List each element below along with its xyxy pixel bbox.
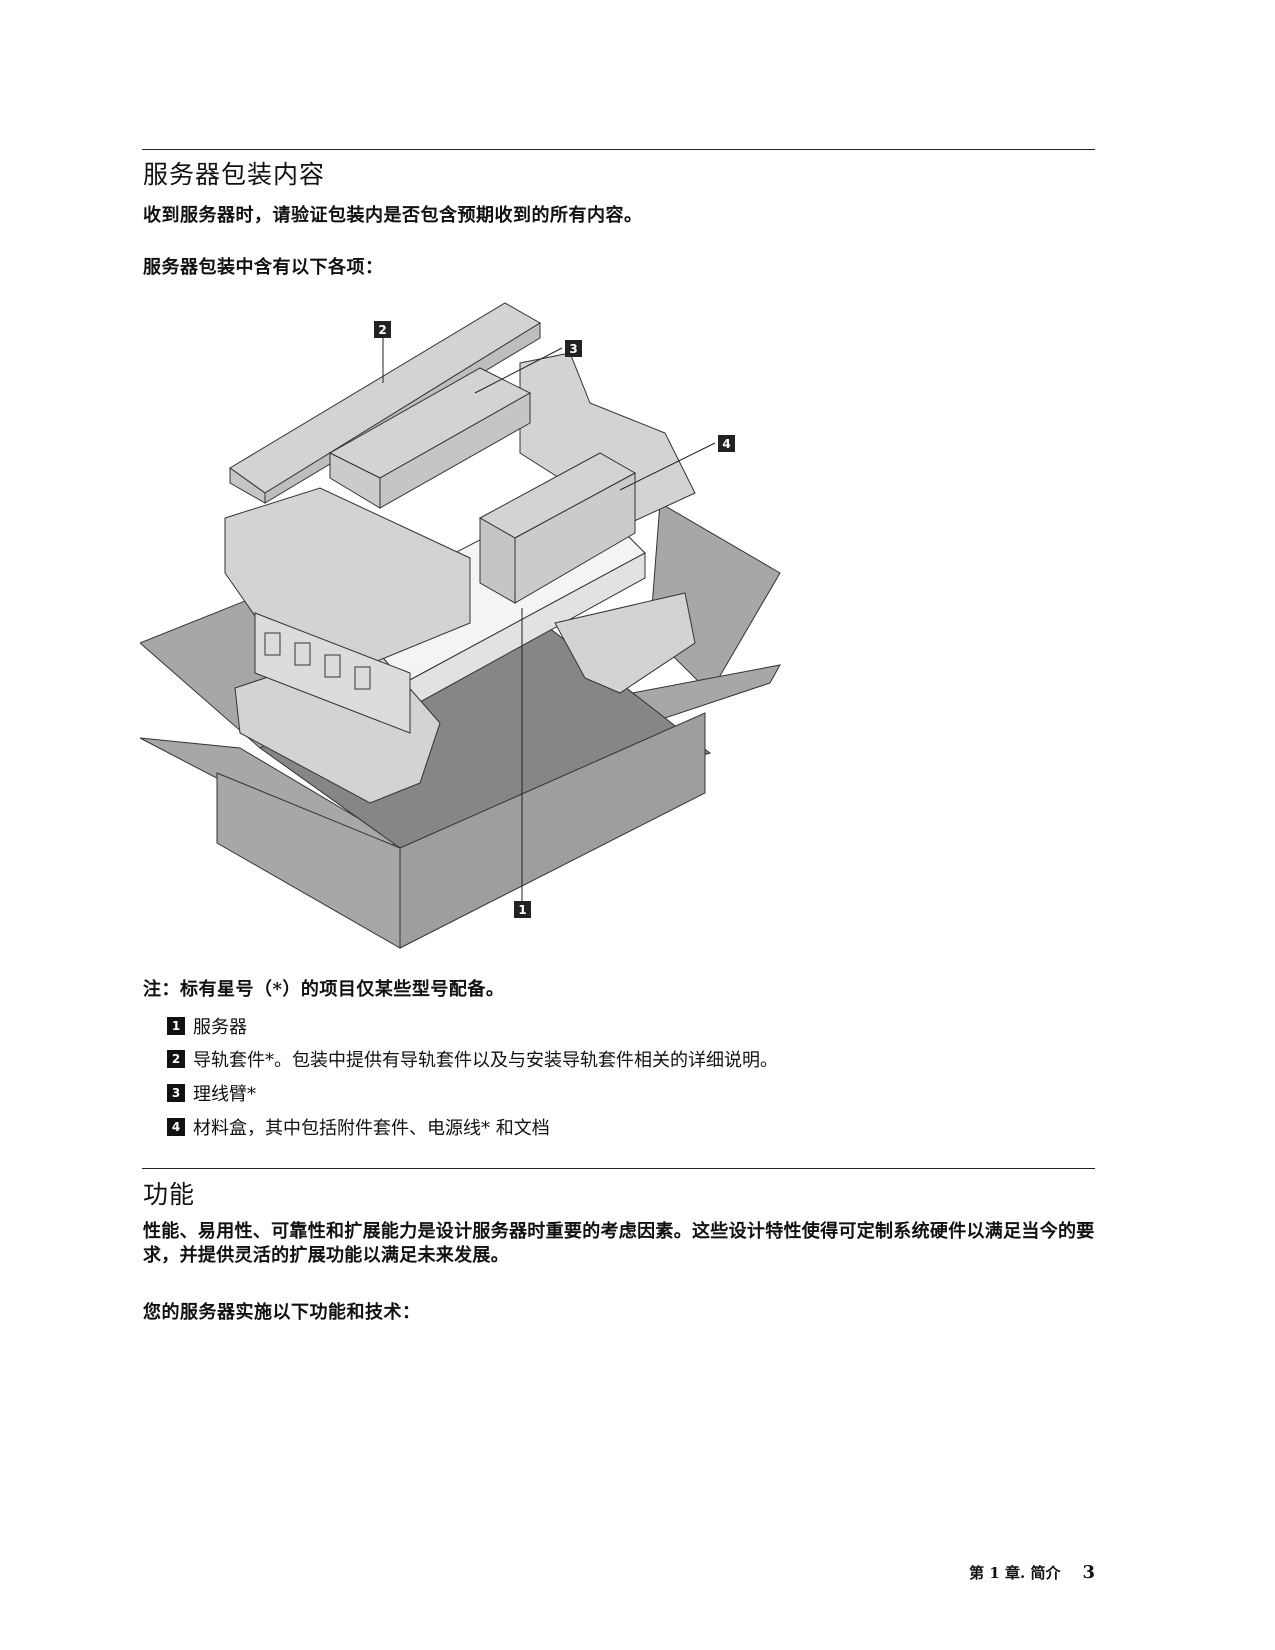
package-contents-illustration: 2 3 4 1 [139, 293, 790, 953]
item-text: 理线臂* [193, 1084, 256, 1105]
features-paragraph: 性能、易用性、可靠性和扩展能力是设计服务器时重要的考虑因素。这些设计特性使得可定… [143, 1221, 1095, 1266]
page-number: 3 [1082, 1562, 1095, 1583]
item-text: 材料盒，其中包括附件套件、电源线* 和文档 [193, 1118, 550, 1139]
list-item: 1 服务器 [167, 1013, 247, 1039]
callout-4: 4 [718, 435, 735, 452]
list-item: 3 理线臂* [167, 1080, 256, 1106]
section-divider-top [142, 149, 1095, 150]
callout-2: 2 [374, 321, 391, 338]
item-text: 导轨套件*。包装中提供有导轨套件以及与安装导轨套件相关的详细说明。 [193, 1050, 778, 1071]
callout-1: 1 [514, 901, 531, 918]
item-text: 服务器 [193, 1017, 247, 1038]
list-item: 2 导轨套件*。包装中提供有导轨套件以及与安装导轨套件相关的详细说明。 [167, 1046, 778, 1072]
item-number-badge: 3 [167, 1084, 185, 1102]
package-lead-text: 服务器包装中含有以下各项： [143, 257, 384, 278]
chapter-label: 第 1 章. 简介 [969, 1564, 1061, 1582]
section-title-package: 服务器包装内容 [143, 160, 326, 189]
intro-text: 收到服务器时，请验证包装内是否包含预期收到的所有内容。 [143, 205, 643, 226]
features-lead-text: 您的服务器实施以下功能和技术： [143, 1302, 421, 1323]
box-illustration-svg [139, 302, 781, 949]
section-divider-features [142, 1168, 1095, 1169]
callout-3: 3 [565, 340, 582, 357]
note-text: 注：标有星号（*）的项目仅某些型号配备。 [143, 979, 505, 1000]
list-item: 4 材料盒，其中包括附件套件、电源线* 和文档 [167, 1114, 550, 1140]
item-number-badge: 1 [167, 1017, 185, 1035]
page-footer: 第 1 章. 简介 3 [969, 1562, 1095, 1583]
item-number-badge: 4 [167, 1118, 185, 1136]
item-number-badge: 2 [167, 1050, 185, 1068]
section-title-features: 功能 [143, 1180, 196, 1209]
